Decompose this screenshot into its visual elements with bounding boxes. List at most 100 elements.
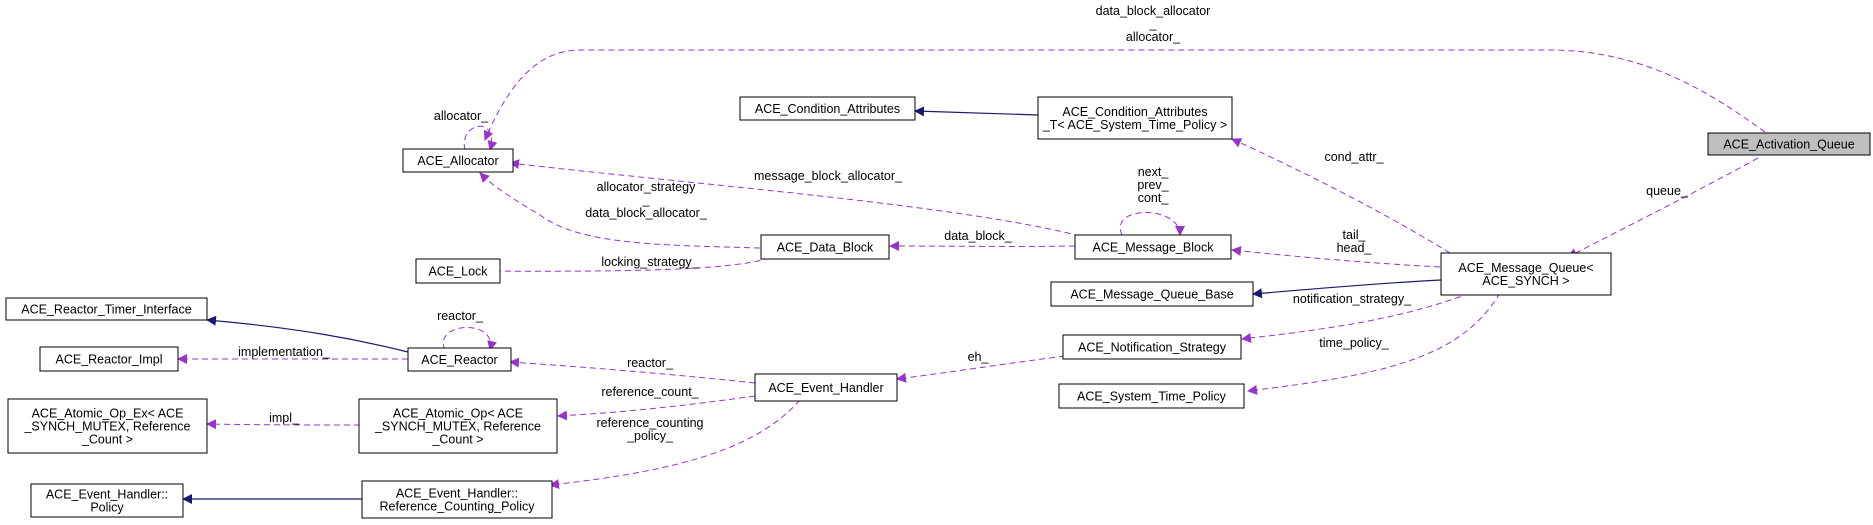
class-node-label: ACE_Condition_Attributes [755, 102, 900, 116]
edge-cond-attr [1231, 138, 1451, 254]
class-node-box [754, 373, 898, 402]
class-node-atomic-op[interactable]: ACE_Atomic_Op< ACE_SYNCH_MUTEX, Referenc… [358, 398, 558, 454]
class-node-event-handler-policy[interactable]: ACE_Event_Handler::Policy [30, 483, 184, 518]
edge-locking-strategy [469, 257, 771, 277]
edge-label-implementation: implementation_ [238, 345, 331, 359]
class-node-condition-attributes[interactable]: ACE_Condition_Attributes [739, 96, 916, 121]
edge-label-reactor-self: reactor_ [437, 309, 484, 323]
class-node-box [30, 483, 184, 518]
class-node-box [5, 297, 208, 321]
class-node-box [358, 398, 558, 454]
class-node-box [1440, 252, 1612, 296]
class-node-label: ACE_Allocator [417, 154, 498, 168]
class-node-label: _Count > [431, 433, 483, 447]
edge-label-tail-head: head_ [1337, 241, 1373, 255]
edge-reference-counting-policy [549, 399, 801, 490]
class-node-label: _SYNCH_MUTEX, Reference [23, 420, 190, 434]
class-node-event-handler[interactable]: ACE_Event_Handler [754, 373, 898, 402]
edge-label-allocator-strategy: data_block_allocator_ [585, 206, 708, 220]
edge-reactor-self [442, 327, 498, 351]
class-node-label: ACE_Atomic_Op_Ex< ACE [32, 407, 184, 421]
edge-label-queue: queue_ [1646, 184, 1689, 198]
class-node-label: ACE_Condition_Attributes [1062, 105, 1207, 119]
edge-time-policy [1247, 292, 1501, 395]
class-node-condition-attributes-t[interactable]: ACE_Condition_Attributes_T< ACE_System_T… [1037, 96, 1233, 140]
class-node-label: ACE_Message_Block [1093, 241, 1215, 255]
edge-reference-count [557, 395, 756, 421]
class-node-label: ACE_Reactor_Impl [56, 353, 163, 367]
edge-label-message-block-self: prev_ [1137, 178, 1169, 192]
edge-queue [1567, 157, 1759, 258]
edge-label-reactor-edge: reactor_ [627, 356, 674, 370]
edges-layer [177, 49, 1766, 504]
edge-label-message-block-self: cont_ [1138, 191, 1170, 205]
class-node-allocator[interactable]: ACE_Allocator [402, 148, 514, 173]
class-node-box [760, 234, 890, 260]
edge-label-notification-strategy-edge: notification_strategy_ [1293, 292, 1412, 306]
class-node-box [1062, 334, 1242, 360]
edge-label-message-block-self: next_ [1138, 165, 1170, 179]
class-node-reactor-timer-interface[interactable]: ACE_Reactor_Timer_Interface [5, 297, 208, 321]
edge-label-time-policy: time_policy_ [1319, 336, 1390, 350]
class-node-system-time-policy[interactable]: ACE_System_Time_Policy [1058, 383, 1245, 409]
class-node-box [1074, 234, 1232, 260]
edge-label-data-block-allocator-top: _ [1149, 17, 1158, 31]
class-node-label: ACE_Activation_Queue [1723, 138, 1854, 152]
class-node-box [7, 398, 208, 454]
class-node-label: ACE_Reactor_Timer_Interface [21, 303, 191, 317]
class-node-label: ACE_Message_Queue< [1458, 261, 1593, 275]
class-node-box [1058, 383, 1245, 409]
class-node-label: _T< ACE_System_Time_Policy > [1042, 118, 1227, 132]
edge-label-cond-attr: cond_attr_ [1324, 150, 1384, 164]
edge-inherit-reactor-timer-interface [206, 315, 409, 353]
edge-tail-head [1231, 245, 1441, 268]
class-node-data-block[interactable]: ACE_Data_Block [760, 234, 890, 260]
class-node-box [1050, 281, 1254, 307]
class-node-label: ACE_SYNCH > [1482, 274, 1569, 288]
edge-inherit-condition-attributes [914, 106, 1039, 117]
edge-message-block-allocator [509, 159, 1081, 237]
class-node-box [739, 96, 916, 121]
edge-label-reference-count: reference_count_ [601, 385, 699, 399]
edge-label-allocator-self: allocator_ [434, 109, 489, 123]
class-node-label: ACE_Event_Handler:: [396, 487, 518, 501]
class-node-activation-queue[interactable]: ACE_Activation_Queue [1707, 132, 1871, 156]
class-node-box [1707, 132, 1871, 156]
class-node-label: Policy [90, 501, 124, 515]
class-node-atomic-op-ex[interactable]: ACE_Atomic_Op_Ex< ACE_SYNCH_MUTEX, Refer… [7, 398, 208, 454]
edge-label-allocator-strategy: allocator_strategy [597, 180, 696, 194]
edge-label-tail-head: tail_ [1343, 228, 1367, 242]
edge-eh [896, 355, 1066, 383]
class-node-reference-counting-policy[interactable]: ACE_Event_Handler::Reference_Counting_Po… [361, 480, 553, 519]
class-node-label: ACE_Reactor [421, 353, 497, 367]
edge-allocator-strategy [479, 172, 761, 249]
edge-label-locking-strategy: locking_strategy_ [601, 255, 699, 269]
class-node-label: ACE_Atomic_Op< ACE [393, 407, 523, 421]
edge-message-block-self [1119, 212, 1185, 236]
class-node-lock[interactable]: ACE_Lock [415, 258, 501, 284]
edge-label-data-block-allocator-top: allocator_ [1126, 30, 1181, 44]
edge-reactor [509, 357, 756, 384]
class-node-label: ACE_Event_Handler [768, 381, 883, 395]
class-node-message-queue-base[interactable]: ACE_Message_Queue_Base [1050, 281, 1254, 307]
edge-inherit-message-queue-base [1252, 279, 1442, 299]
edge-label-reference-counting-policy-edge: reference_counting [596, 416, 703, 430]
class-node-message-block[interactable]: ACE_Message_Block [1074, 234, 1232, 260]
edge-labels-layer: data_block_allocator_ allocator_ allocator… [238, 4, 1689, 443]
edge-label-eh: eh_ [968, 350, 990, 364]
edge-label-message-block-allocator: message_block_allocator_ [754, 169, 903, 183]
class-node-reactor[interactable]: ACE_Reactor [407, 347, 512, 372]
edge-label-impl: impl_ [269, 411, 300, 425]
class-node-reactor-impl[interactable]: ACE_Reactor_Impl [39, 346, 179, 372]
class-node-message-queue[interactable]: ACE_Message_Queue<ACE_SYNCH > [1440, 252, 1612, 296]
class-node-label: ACE_Data_Block [777, 241, 874, 255]
class-node-box [415, 258, 501, 284]
class-node-notification-strategy[interactable]: ACE_Notification_Strategy [1062, 334, 1242, 360]
class-node-box [402, 148, 514, 173]
class-node-box [1037, 96, 1233, 140]
edge-data-block-allocator [483, 49, 1766, 141]
class-node-label: ACE_Lock [428, 265, 488, 279]
class-node-label: Reference_Counting_Policy [380, 500, 536, 514]
